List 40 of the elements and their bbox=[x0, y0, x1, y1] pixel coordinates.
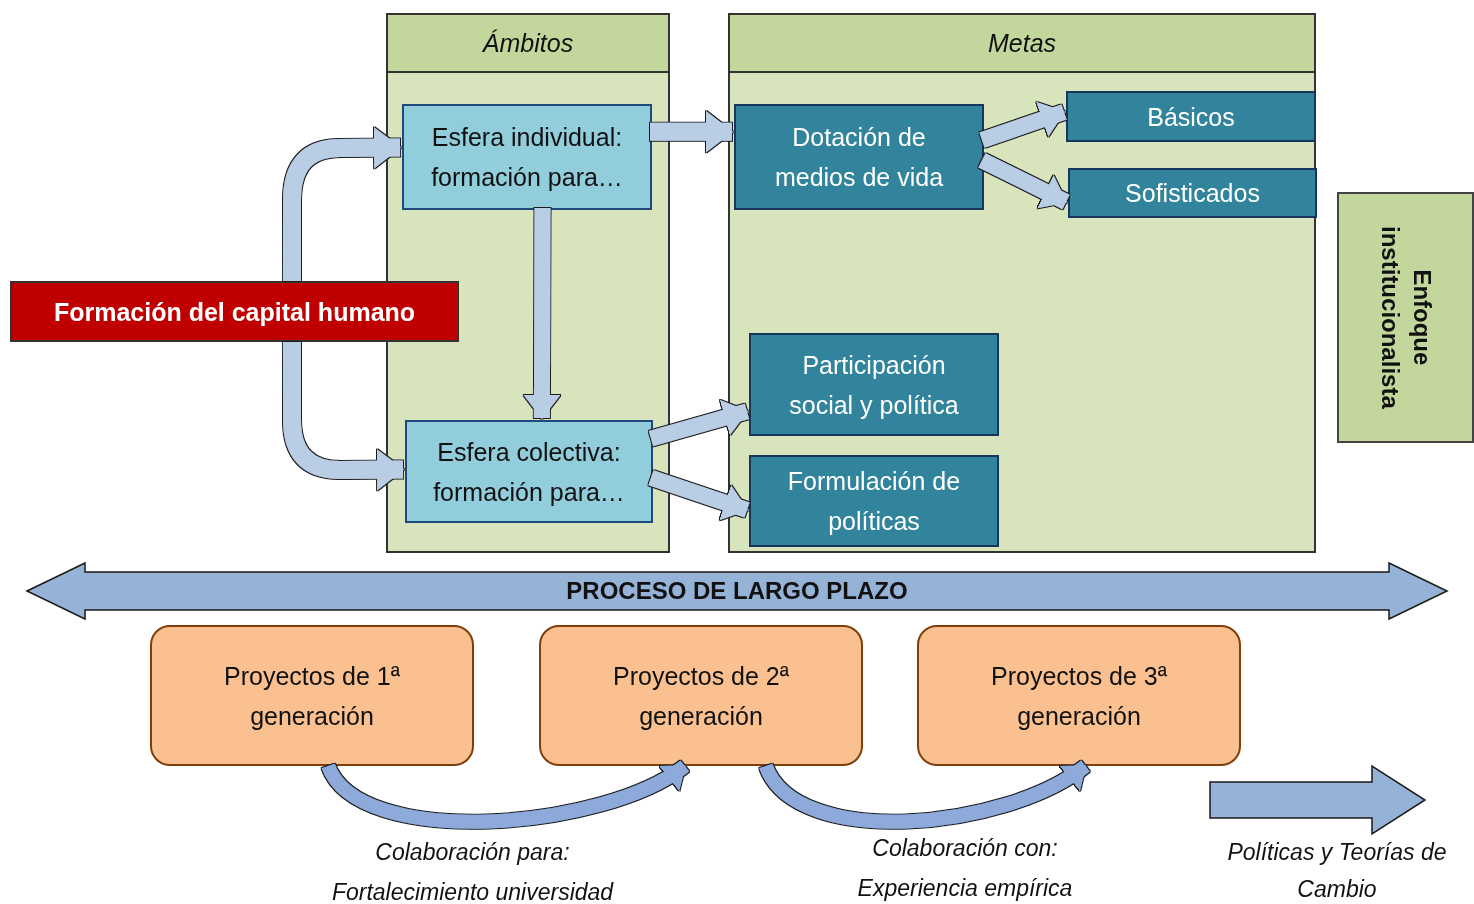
block-arrow bbox=[282, 342, 404, 491]
block-arrow bbox=[979, 102, 1067, 148]
box-label: Esfera individual: formación para… bbox=[430, 122, 624, 193]
block-arrow bbox=[648, 399, 750, 447]
edge-label: Colaboración para: Fortalecimiento universidad bbox=[330, 838, 615, 904]
block-arrow bbox=[282, 127, 401, 281]
title-bar bbox=[10, 281, 459, 342]
block-arrow bbox=[978, 153, 1070, 210]
process-box bbox=[1068, 168, 1317, 218]
block-arrow bbox=[648, 470, 750, 521]
box-label: Dotación de medios de vida bbox=[773, 122, 945, 193]
box-label: Esfera colectiva: formación para… bbox=[432, 436, 626, 508]
box-label: Formación del capital humano bbox=[53, 296, 416, 328]
box-label: Proyectos de 1ª generación bbox=[223, 660, 401, 732]
panel-header: Metas bbox=[728, 13, 1316, 73]
box-label: Sofisticados bbox=[1125, 178, 1260, 209]
process-box bbox=[1066, 91, 1316, 142]
vertical-label: Enfoque institucionalista bbox=[1375, 226, 1437, 409]
box-label: Proyectos de 3ª generación bbox=[990, 660, 1168, 732]
project-box bbox=[917, 625, 1241, 766]
box-label: Proyectos de 2ª generación bbox=[612, 660, 790, 732]
edge-label: Colaboración con: Experiencia empírica bbox=[856, 834, 1074, 904]
band-label: PROCESO DE LARGO PLAZO bbox=[566, 577, 908, 605]
process-box bbox=[749, 333, 999, 436]
panel bbox=[728, 13, 1316, 553]
block-arrow bbox=[523, 207, 561, 419]
side-box bbox=[1337, 192, 1474, 443]
block-arrow bbox=[650, 111, 733, 153]
project-box bbox=[150, 625, 474, 766]
process-box bbox=[749, 455, 999, 547]
caption-label: Políticas y Teorías de Cambio bbox=[1226, 838, 1448, 904]
process-box bbox=[734, 104, 984, 210]
box-label: Básicos bbox=[1147, 101, 1235, 133]
box-label: Formulación de políticas bbox=[786, 466, 962, 537]
panel-header: Ámbitos bbox=[386, 13, 670, 73]
double-arrow-band bbox=[27, 563, 1447, 619]
project-box bbox=[539, 625, 863, 766]
process-box bbox=[405, 420, 653, 523]
process-box bbox=[402, 104, 652, 210]
box-label: Participación social y política bbox=[788, 349, 960, 421]
